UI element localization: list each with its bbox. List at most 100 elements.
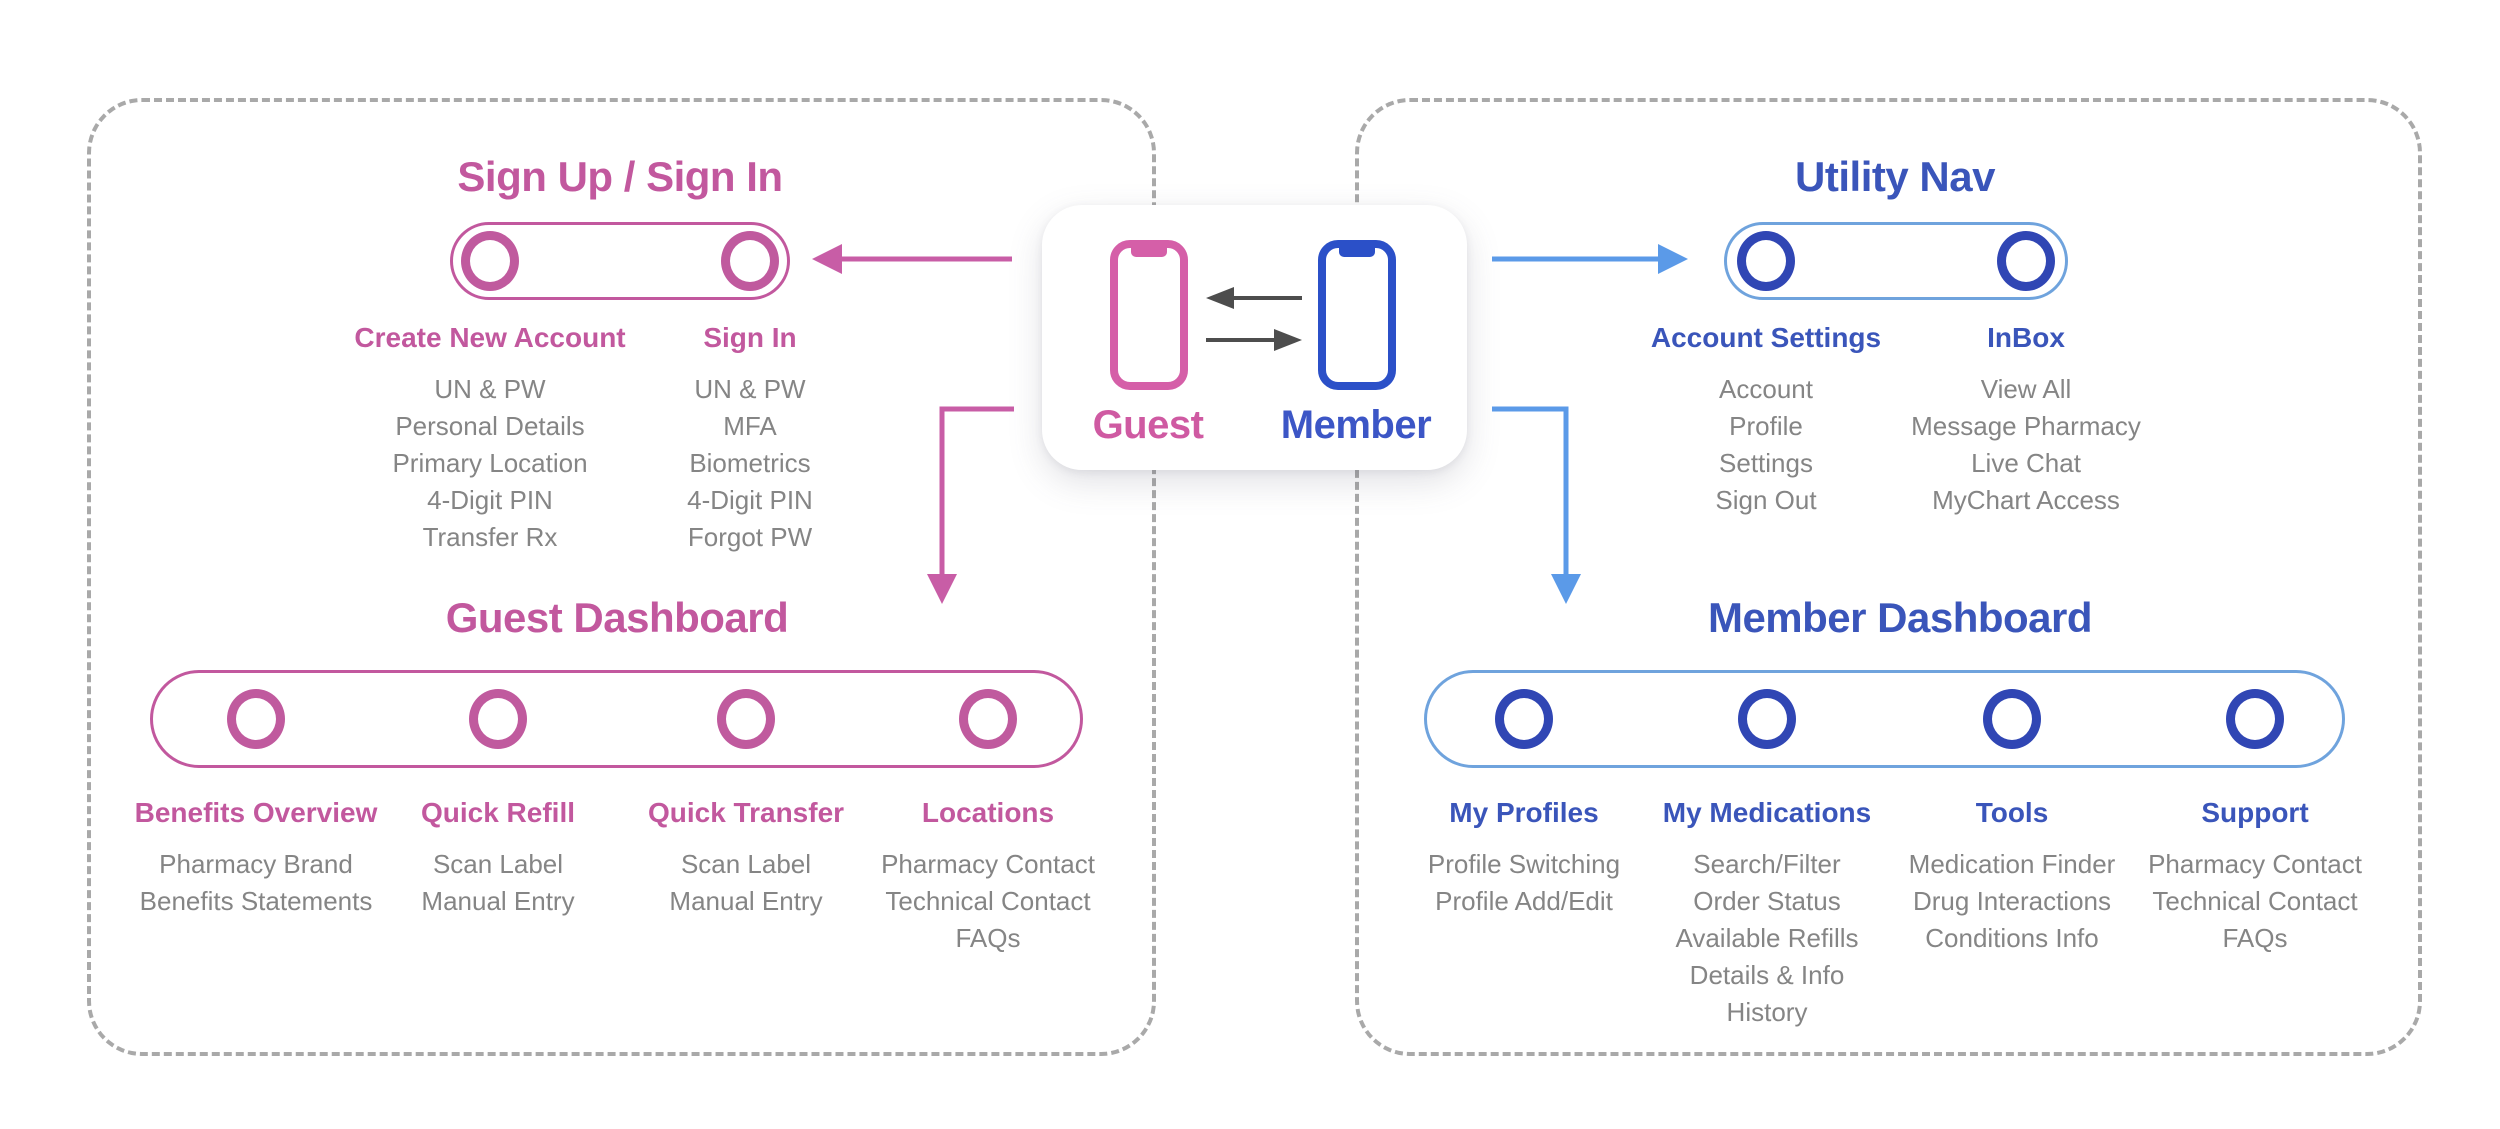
support-list: Pharmacy Contact Technical Contact FAQs bbox=[2095, 846, 2415, 957]
member-dashboard-pill bbox=[1424, 670, 2345, 768]
list-item: Scan Label bbox=[680, 849, 812, 879]
list-item: MFA bbox=[723, 411, 777, 441]
my-profiles-list: Profile Switching Profile Add/Edit bbox=[1364, 846, 1684, 920]
list-item: Manual Entry bbox=[669, 886, 823, 916]
tools-label: Tools bbox=[1975, 797, 2049, 828]
list-item: Manual Entry bbox=[421, 886, 575, 916]
list-item: Search/Filter bbox=[1693, 849, 1841, 879]
inbox-label: InBox bbox=[1987, 322, 2065, 353]
list-item: Order Status bbox=[1693, 886, 1841, 916]
list-item: MyChart Access bbox=[1932, 485, 2120, 515]
sign-in-node-icon bbox=[721, 231, 779, 291]
quick-refill-column: Quick Refill Scan Label Manual Entry bbox=[338, 797, 658, 920]
list-item: FAQs bbox=[2222, 923, 2288, 953]
my-medications-list: Search/Filter Order Status Available Ref… bbox=[1607, 846, 1927, 1031]
list-item: Profile Switching bbox=[1427, 849, 1621, 879]
list-item: Scan Label bbox=[432, 849, 564, 879]
benefits-overview-column: Benefits Overview Pharmacy Brand Benefit… bbox=[96, 797, 416, 920]
list-item: Profile bbox=[1729, 411, 1803, 441]
quick-refill-node-icon bbox=[469, 689, 527, 749]
list-item: Settings bbox=[1719, 448, 1813, 478]
tools-list: Medication Finder Drug Interactions Cond… bbox=[1852, 846, 2172, 957]
phone-notch bbox=[1339, 248, 1375, 257]
create-account-node-icon bbox=[461, 231, 519, 291]
list-item: Biometrics bbox=[689, 448, 811, 478]
tools-column: Tools Medication Finder Drug Interaction… bbox=[1852, 797, 2172, 957]
member-label: Member bbox=[1280, 403, 1432, 447]
create-account-label: Create New Account bbox=[354, 322, 626, 353]
my-profiles-label: My Profiles bbox=[1449, 797, 1599, 828]
list-item: Sign Out bbox=[1715, 485, 1817, 515]
quick-refill-label: Quick Refill bbox=[420, 797, 576, 828]
list-item: Personal Details bbox=[395, 411, 585, 441]
my-medications-label: My Medications bbox=[1662, 797, 1872, 828]
tools-node-icon bbox=[1983, 689, 2041, 749]
list-item: Available Refills bbox=[1675, 923, 1859, 953]
list-item: 4-Digit PIN bbox=[687, 485, 813, 515]
inbox-list: View All Message Pharmacy Live Chat MyCh… bbox=[1866, 371, 2186, 519]
locations-label: Locations bbox=[921, 797, 1055, 828]
guest-dashboard-title: Guest Dashboard bbox=[445, 594, 789, 641]
list-item: Medication Finder bbox=[1908, 849, 2116, 879]
sign-in-label: Sign In bbox=[703, 322, 797, 353]
locations-node-icon bbox=[959, 689, 1017, 749]
my-medications-column: My Medications Search/Filter Order Statu… bbox=[1607, 797, 1927, 1031]
member-phone-icon bbox=[1318, 240, 1396, 390]
list-item: Transfer Rx bbox=[422, 522, 558, 552]
list-item: Details & Info bbox=[1689, 960, 1845, 990]
benefits-overview-label: Benefits Overview bbox=[134, 797, 378, 828]
list-item: Pharmacy Brand bbox=[159, 849, 353, 879]
quick-refill-list: Scan Label Manual Entry bbox=[338, 846, 658, 920]
list-item: FAQs bbox=[955, 923, 1021, 953]
list-item: Benefits Statements bbox=[139, 886, 373, 916]
member-dashboard-title: Member Dashboard bbox=[1707, 594, 2093, 641]
account-settings-node-icon bbox=[1737, 231, 1795, 291]
guest-section-frame bbox=[87, 98, 1156, 1056]
member-section-frame bbox=[1355, 98, 2422, 1056]
benefits-overview-node-icon bbox=[227, 689, 285, 749]
inbox-column: InBox View All Message Pharmacy Live Cha… bbox=[1866, 322, 2186, 519]
create-account-column: Create New Account UN & PW Personal Deta… bbox=[330, 322, 650, 556]
phone-notch bbox=[1131, 248, 1167, 257]
quick-transfer-node-icon bbox=[717, 689, 775, 749]
list-item: 4-Digit PIN bbox=[427, 485, 553, 515]
support-column: Support Pharmacy Contact Technical Conta… bbox=[2095, 797, 2415, 957]
support-label: Support bbox=[2201, 797, 2309, 828]
account-settings-column: Account Settings Account Profile Setting… bbox=[1606, 322, 1926, 519]
my-profiles-node-icon bbox=[1495, 689, 1553, 749]
account-settings-list: Account Profile Settings Sign Out bbox=[1606, 371, 1926, 519]
list-item: Message Pharmacy bbox=[1911, 411, 2141, 441]
guest-dashboard-pill bbox=[150, 670, 1083, 768]
create-account-list: UN & PW Personal Details Primary Locatio… bbox=[330, 371, 650, 556]
signup-title: Sign Up / Sign In bbox=[457, 153, 783, 200]
locations-list: Pharmacy Contact Technical Contact FAQs bbox=[828, 846, 1148, 957]
list-item: View All bbox=[1980, 374, 2072, 404]
utility-nav-title: Utility Nav bbox=[1795, 153, 1995, 200]
entry-point-card: Guest Member bbox=[1042, 205, 1467, 470]
list-item: UN & PW bbox=[434, 374, 546, 404]
list-item: Forgot PW bbox=[687, 522, 813, 552]
list-item: Pharmacy Contact bbox=[881, 849, 1095, 879]
sign-in-list: UN & PW MFA Biometrics 4-Digit PIN Forgo… bbox=[590, 371, 910, 556]
list-item: Account bbox=[1719, 374, 1813, 404]
list-item: Primary Location bbox=[392, 448, 588, 478]
list-item: Pharmacy Contact bbox=[2148, 849, 2362, 879]
quick-transfer-list: Scan Label Manual Entry bbox=[586, 846, 906, 920]
list-item: UN & PW bbox=[694, 374, 806, 404]
guest-label: Guest bbox=[1092, 403, 1204, 447]
list-item: Technical Contact bbox=[885, 886, 1091, 916]
list-item: Drug Interactions bbox=[1913, 886, 2111, 916]
my-profiles-column: My Profiles Profile Switching Profile Ad… bbox=[1364, 797, 1684, 920]
list-item: Profile Add/Edit bbox=[1435, 886, 1613, 916]
quick-transfer-column: Quick Transfer Scan Label Manual Entry bbox=[586, 797, 906, 920]
my-medications-node-icon bbox=[1738, 689, 1796, 749]
list-item: Conditions Info bbox=[1925, 923, 2099, 953]
sign-in-column: Sign In UN & PW MFA Biometrics 4-Digit P… bbox=[590, 322, 910, 556]
list-item: Live Chat bbox=[1971, 448, 2081, 478]
locations-column: Locations Pharmacy Contact Technical Con… bbox=[828, 797, 1148, 957]
benefits-overview-list: Pharmacy Brand Benefits Statements bbox=[96, 846, 416, 920]
account-settings-label: Account Settings bbox=[1650, 322, 1882, 353]
support-node-icon bbox=[2226, 689, 2284, 749]
list-item: Technical Contact bbox=[2152, 886, 2358, 916]
